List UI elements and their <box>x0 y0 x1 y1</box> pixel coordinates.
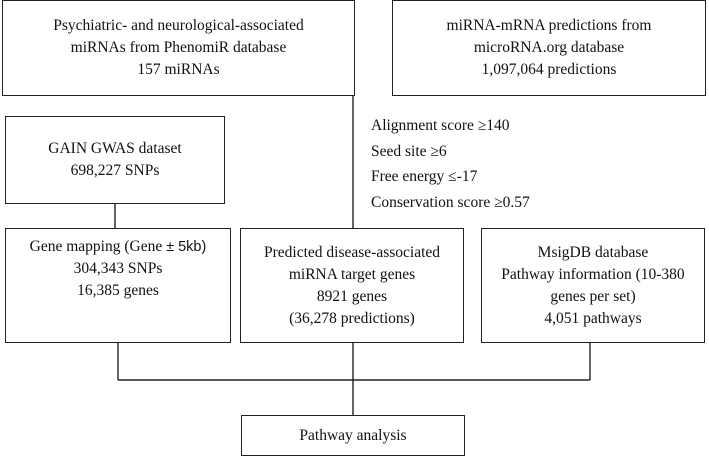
gene-mapping-title-prefix: Gene mapping (Gene <box>29 238 167 255</box>
msigdb-line-2: Pathway information (10-380 <box>501 265 685 283</box>
predicted-targets-line-3: 8921 genes <box>316 287 388 305</box>
gene-mapping-line-1: 304,343 SNPs <box>73 260 163 277</box>
gain-gwas-line-1: GAIN GWAS dataset <box>48 140 182 157</box>
microrna-org-line-2: microRNA.org database <box>473 39 625 56</box>
microrna-org-line-1: miRNA-mRNA predictions from <box>446 17 652 34</box>
phenomir-box: Psychiatric- and neurological-associated… <box>2 0 355 96</box>
phenomir-line-2: miRNAs from PhenomiR database <box>70 39 287 56</box>
criterion-conservation: Conservation score ≥0.57 <box>371 193 530 211</box>
criterion-free-energy: Free energy ≤-17 <box>371 168 478 185</box>
msigdb-line-4: 4,051 pathways <box>544 309 642 327</box>
msigdb-box: MsigDB database Pathway information (10-… <box>481 228 705 343</box>
gene-mapping-title-suffix: ± 5kb) <box>166 239 207 255</box>
microrna-org-box: miRNA-mRNA predictions from microRNA.org… <box>392 0 706 96</box>
pathway-analysis-label: Pathway analysis <box>299 426 407 444</box>
gene-mapping-title: Gene mapping (Gene ± 5kb) <box>30 236 207 258</box>
filter-criteria: Alignment score ≥140 Seed site ≥6 Free e… <box>371 113 530 215</box>
phenomir-line-3: 157 miRNAs <box>137 61 220 78</box>
microrna-org-line-3: 1,097,064 predictions <box>481 61 617 78</box>
msigdb-line-1: MsigDB database <box>537 243 649 261</box>
predicted-targets-box: Predicted disease-associated miRNA targe… <box>240 228 464 343</box>
pathway-analysis-box: Pathway analysis <box>241 415 465 456</box>
predicted-targets-line-4: (36,278 predictions) <box>289 309 415 327</box>
gain-gwas-line-2: 698,227 SNPs <box>70 162 160 179</box>
gene-mapping-box: Gene mapping (Gene ± 5kb) 304,343 SNPs 1… <box>5 228 231 343</box>
gain-gwas-box: GAIN GWAS dataset 698,227 SNPs <box>5 116 225 204</box>
predicted-targets-line-2: miRNA target genes <box>288 265 416 283</box>
phenomir-line-1: Psychiatric- and neurological-associated <box>53 17 304 34</box>
criterion-seed: Seed site ≥6 <box>371 142 447 160</box>
criterion-alignment: Alignment score ≥140 <box>371 117 510 134</box>
predicted-targets-line-1: Predicted disease-associated <box>263 243 441 261</box>
gene-mapping-line-2: 16,385 genes <box>77 282 159 299</box>
msigdb-line-3: genes per set) <box>550 287 636 305</box>
